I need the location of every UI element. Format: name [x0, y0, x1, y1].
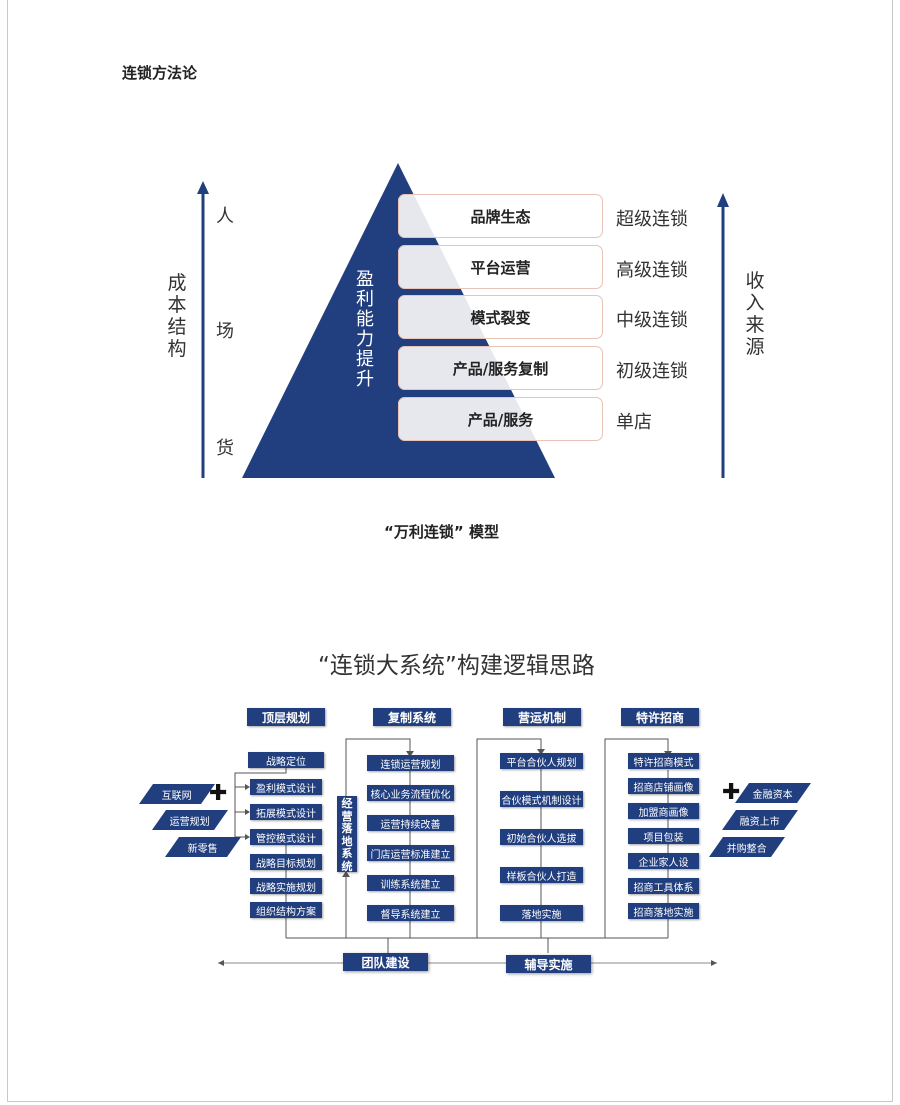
tier-level-primary: 初级连锁 — [616, 361, 688, 382]
tier-level-super: 超级连锁 — [616, 209, 688, 230]
section-title: 连锁方法论 — [122, 64, 198, 82]
header-top-level-planning: 顶层规划 — [247, 708, 325, 726]
axis-item-goods: 货 — [216, 438, 234, 459]
item-chain-operation-planning: 连锁运营规划 — [367, 755, 454, 771]
tier-level-advanced: 高级连锁 — [616, 260, 688, 281]
tier-level-single-store: 单店 — [616, 412, 652, 433]
item-strategic-positioning: 战略定位 — [248, 752, 324, 768]
item-supervision-system: 督导系统建立 — [367, 905, 454, 921]
tier-product-service: 产品/服务 — [398, 397, 603, 441]
item-investment-implementation: 招商落地实施 — [628, 903, 699, 919]
tier-platform-operation: 平台运营 — [398, 245, 603, 289]
item-project-packaging: 项目包装 — [628, 828, 699, 844]
profit-ability-label: 盈利能力提升 — [356, 269, 374, 390]
axis-item-place: 场 — [216, 321, 234, 342]
tier-level-intermediate: 中级连锁 — [616, 310, 688, 331]
item-store-standard: 门店运营标准建立 — [367, 845, 454, 861]
plus-icon-left: ✚ — [209, 781, 228, 806]
item-training-system: 训练系统建立 — [367, 875, 454, 891]
item-franchise-model: 特许招商模式 — [628, 753, 699, 769]
axis-item-people: 人 — [216, 206, 234, 227]
item-profit-model-design: 盈利模式设计 — [250, 779, 322, 795]
item-strategic-implementation-planning: 战略实施规划 — [250, 878, 322, 894]
item-initial-partner-selection: 初始合伙人选拔 — [500, 829, 583, 845]
item-org-structure-plan: 组织结构方案 — [250, 902, 322, 918]
item-model-partner-building: 样板合伙人打造 — [500, 867, 583, 883]
item-franchisee-profile: 加盟商画像 — [628, 803, 699, 819]
item-investment-tool-system: 招商工具体系 — [628, 878, 699, 894]
header-franchise-investment: 特许招商 — [621, 708, 699, 726]
item-strategic-target-planning: 战略目标规划 — [250, 854, 322, 870]
item-expansion-model-design: 拓展模式设计 — [250, 804, 322, 820]
item-store-profile: 招商店铺画像 — [628, 778, 699, 794]
model-caption: “万利连锁” 模型 — [384, 523, 499, 541]
tier-product-service-replication: 产品/服务复制 — [398, 346, 603, 390]
header-replication-system: 复制系统 — [373, 708, 451, 726]
item-continuous-improvement: 运营持续改善 — [367, 815, 454, 831]
operation-landing-system-box: 经营落地系统 — [337, 796, 357, 872]
team-building-bar: 团队建设 — [343, 953, 428, 971]
header-operation-mechanism: 营运机制 — [503, 708, 581, 726]
tier-brand-ecology: 品牌生态 — [398, 194, 603, 238]
plus-icon-right: ✚ — [722, 780, 741, 805]
item-control-model-design: 管控模式设计 — [250, 829, 322, 845]
system-diagram-title: “连锁大系统”构建逻辑思路 — [318, 653, 595, 679]
item-platform-partner-planning: 平台合伙人规划 — [500, 753, 583, 769]
item-core-process-optimization: 核心业务流程优化 — [367, 785, 454, 801]
item-entrepreneur-persona: 企业家人设 — [628, 853, 699, 869]
tier-model-fission: 模式裂变 — [398, 295, 603, 339]
cost-structure-label: 成本结构 — [167, 272, 187, 360]
item-partnership-mechanism-design: 合伙模式机制设计 — [500, 791, 583, 807]
revenue-source-label: 收入来源 — [745, 270, 765, 358]
coaching-implementation-bar: 辅导实施 — [506, 955, 591, 973]
item-landing-implementation: 落地实施 — [500, 905, 583, 921]
